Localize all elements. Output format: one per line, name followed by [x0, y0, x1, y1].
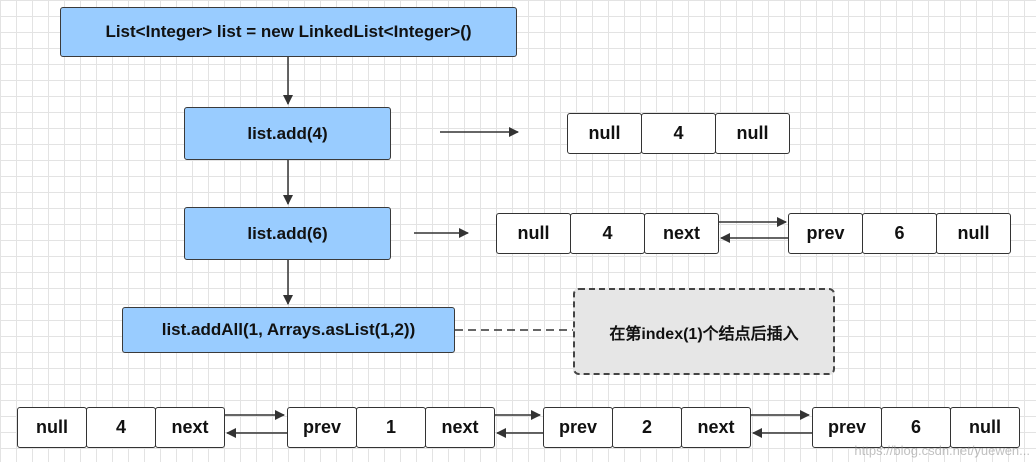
step-add-6: list.add(6)	[184, 207, 391, 260]
row3-node1-next: next	[155, 407, 225, 448]
row3-node4-value: 6	[881, 407, 951, 448]
row3-node3-value: 2	[612, 407, 682, 448]
row2-node2-value: 6	[862, 213, 937, 254]
insert-note: 在第index(1)个结点后插入	[573, 288, 835, 375]
step-init: List<Integer> list = new LinkedList<Inte…	[60, 7, 517, 57]
row3-node3-prev: prev	[543, 407, 613, 448]
row2-node1-prev: null	[496, 213, 571, 254]
row3-node2-prev: prev	[287, 407, 357, 448]
row3-node3-next: next	[681, 407, 751, 448]
row3-node1-prev: null	[17, 407, 87, 448]
row3-node2-value: 1	[356, 407, 426, 448]
watermark: https://blog.csdn.net/yuewen...	[854, 443, 1030, 458]
row3-node2-next: next	[425, 407, 495, 448]
row3-node4-next: null	[950, 407, 1020, 448]
row1-node-value: 4	[641, 113, 716, 154]
row1-node-next: null	[715, 113, 790, 154]
step-add-4: list.add(4)	[184, 107, 391, 160]
row3-node1-value: 4	[86, 407, 156, 448]
step-add-all: list.addAll(1, Arrays.asList(1,2))	[122, 307, 455, 353]
row2-node2-next: null	[936, 213, 1011, 254]
row2-node1-value: 4	[570, 213, 645, 254]
row2-node1-next: next	[644, 213, 719, 254]
row3-node4-prev: prev	[812, 407, 882, 448]
row1-node-prev: null	[567, 113, 642, 154]
row2-node2-prev: prev	[788, 213, 863, 254]
